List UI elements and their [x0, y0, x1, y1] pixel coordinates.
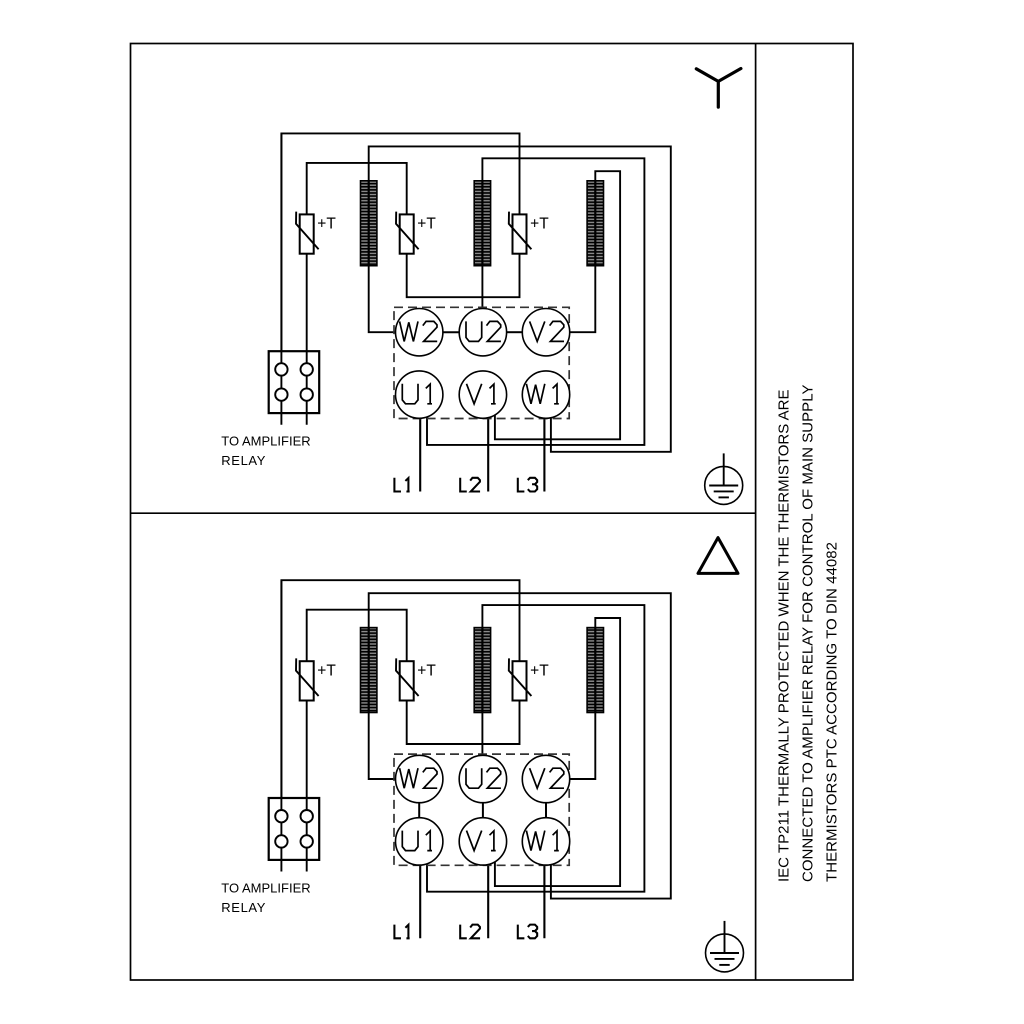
svg-text:+T: +T	[317, 216, 336, 233]
svg-text:RELAY: RELAY	[221, 453, 265, 468]
svg-text:RELAY: RELAY	[221, 900, 265, 915]
svg-text:+T: +T	[417, 662, 436, 679]
svg-text:+T: +T	[317, 662, 336, 679]
svg-text:TO AMPLIFIER: TO AMPLIFIER	[221, 880, 310, 895]
svg-text:THERMISTORS PTC ACCORDING TO D: THERMISTORS PTC ACCORDING TO DIN 44082	[824, 542, 841, 882]
svg-text:CONNECTED TO AMPLIFIER RELAY F: CONNECTED TO AMPLIFIER RELAY FOR CONTROL…	[800, 385, 817, 883]
svg-text:+T: +T	[417, 216, 436, 233]
svg-text:IEC TP211 THERMALLY PROTECTED: IEC TP211 THERMALLY PROTECTED WHEN THE T…	[776, 390, 793, 883]
svg-text:+T: +T	[530, 216, 549, 233]
svg-text:+T: +T	[530, 662, 549, 679]
svg-text:TO AMPLIFIER: TO AMPLIFIER	[221, 434, 310, 449]
